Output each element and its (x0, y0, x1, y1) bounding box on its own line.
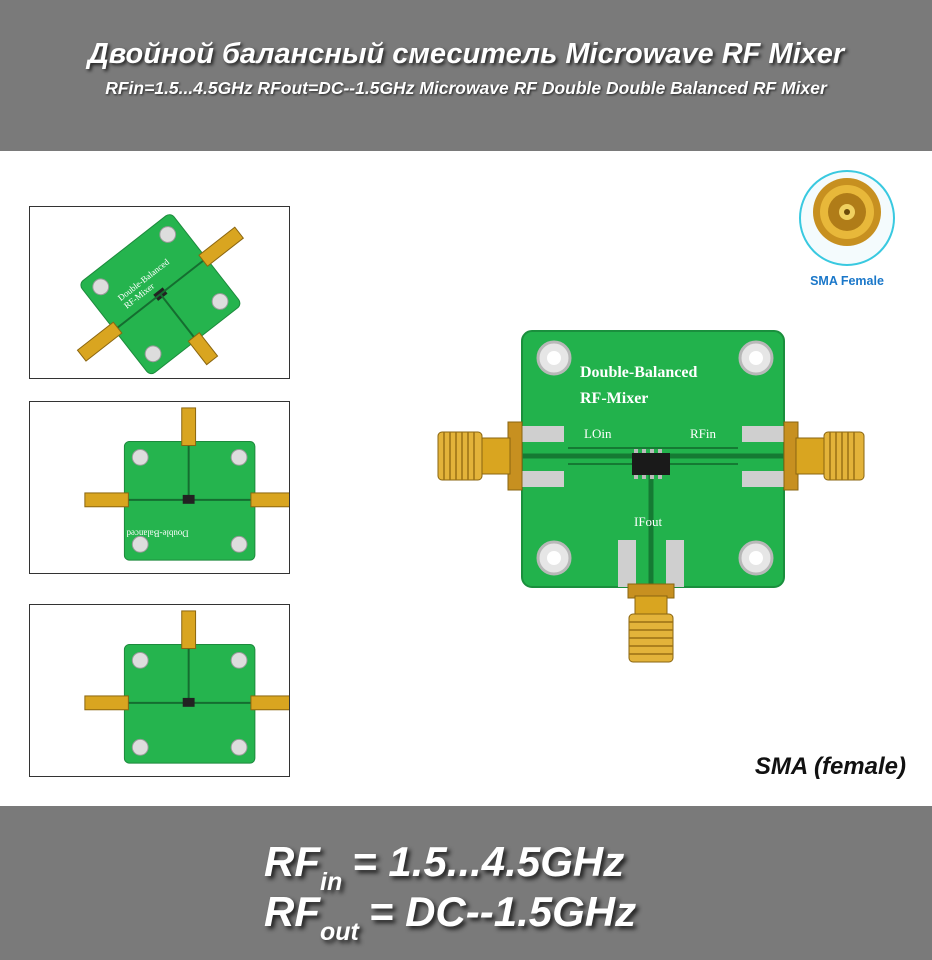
board-label-line1: Double-Balanced (580, 364, 697, 381)
thumbnail-top-view-1[interactable]: Double-Balanced (29, 401, 290, 574)
rf-in-subscript: in (320, 868, 343, 896)
rf-in-base: RF (264, 838, 320, 885)
page-subtitle: RFin=1.5...4.5GHz RFout=DC--1.5GHz Micro… (105, 78, 827, 98)
sma-female-badge (792, 169, 902, 297)
svg-text:Double-Balanced: Double-Balanced (126, 528, 189, 538)
main-pcb-image: Double-Balanced RF-Mixer LOin RFin IFout (428, 326, 868, 666)
rf-out-value: = DC--1.5GHz (368, 888, 637, 935)
rf-in-spec: RFin = 1.5...4.5GHz (264, 838, 625, 896)
rf-in-label: RFin (690, 426, 717, 441)
spec-band (0, 806, 932, 960)
header-band (0, 0, 932, 151)
lo-in-label: LOin (584, 426, 612, 441)
pcb-top-image-2 (84, 610, 289, 764)
rf-in-value: = 1.5...4.5GHz (352, 838, 625, 885)
pcb-angled-image: Double-Balanced RF-Mixer (76, 214, 245, 375)
page-title: Двойной балансный смеситель Microwave RF… (87, 38, 845, 70)
rf-out-spec: RFout = DC--1.5GHz (264, 888, 637, 946)
rf-out-subscript: out (320, 918, 359, 946)
if-out-label: IFout (634, 514, 663, 529)
pcb-top-image-1: Double-Balanced (84, 407, 289, 561)
thumbnail-angled-view[interactable]: Double-Balanced RF-Mixer (29, 206, 290, 379)
rf-out-base: RF (264, 888, 320, 935)
board-label-line2: RF-Mixer (580, 390, 648, 407)
thumbnail-top-view-2[interactable] (29, 604, 290, 777)
sma-caption: SMA (female) (754, 753, 906, 780)
sma-female-badge-label: SMA Female (810, 274, 884, 288)
